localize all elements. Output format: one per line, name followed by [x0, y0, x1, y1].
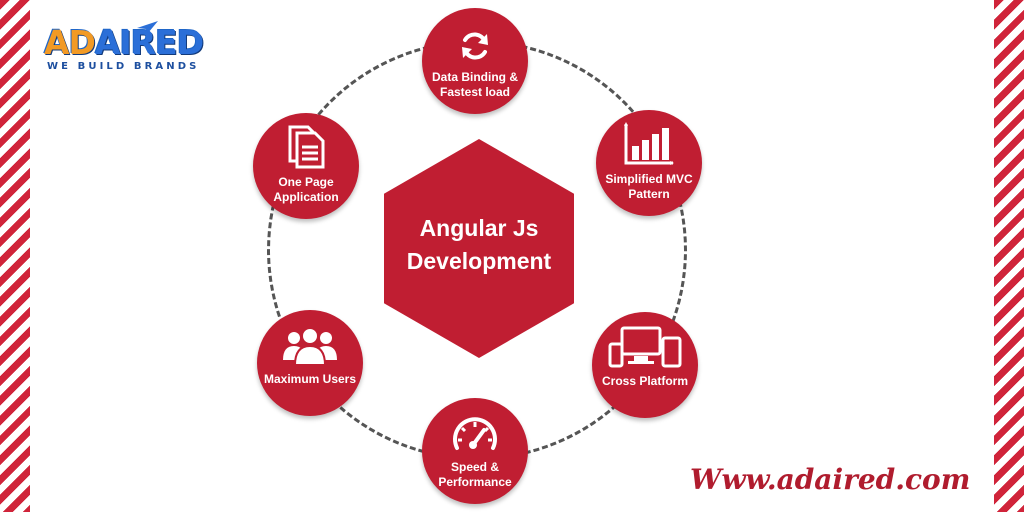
paper-plane-icon [137, 21, 158, 33]
logo-wordmark: ADAIRED [44, 23, 204, 62]
center-title-line-2: Development [406, 248, 552, 274]
bar-chart-icon [624, 122, 674, 165]
feature-mvc: Simplified MVC Pattern [596, 110, 702, 216]
center-title: Angular Js Development [384, 212, 574, 278]
feature-label: One Page Application [273, 175, 339, 204]
website-url[interactable]: Www.adaired.com [690, 463, 971, 496]
speedometer-icon [453, 417, 497, 450]
center-title-line-1: Angular Js [419, 215, 539, 241]
feature-data-binding: Data Binding & Fastest load [422, 8, 528, 114]
left-stripe-border [0, 0, 30, 512]
sync-arrows-icon [462, 32, 488, 60]
right-stripe-border [994, 0, 1024, 512]
feature-label: Simplified MVC Pattern [605, 172, 693, 201]
feature-cross-platform: Cross Platform [592, 312, 698, 418]
feature-label: Maximum Users [263, 372, 357, 386]
feature-speed: Speed & Performance [422, 398, 528, 504]
feature-label: Speed & Performance [438, 460, 512, 489]
adaired-logo: ADAIRED WE BUILD BRANDS [44, 21, 224, 74]
feature-label: Data Binding & Fastest load [432, 70, 518, 99]
feature-label: Cross Platform [601, 374, 689, 388]
document-icon [288, 125, 325, 169]
users-group-icon [283, 327, 337, 366]
devices-icon [608, 326, 682, 368]
feature-users: Maximum Users [257, 310, 363, 416]
feature-one-page: One Page Application [253, 113, 359, 219]
logo-tagline: WE BUILD BRANDS [47, 61, 200, 72]
